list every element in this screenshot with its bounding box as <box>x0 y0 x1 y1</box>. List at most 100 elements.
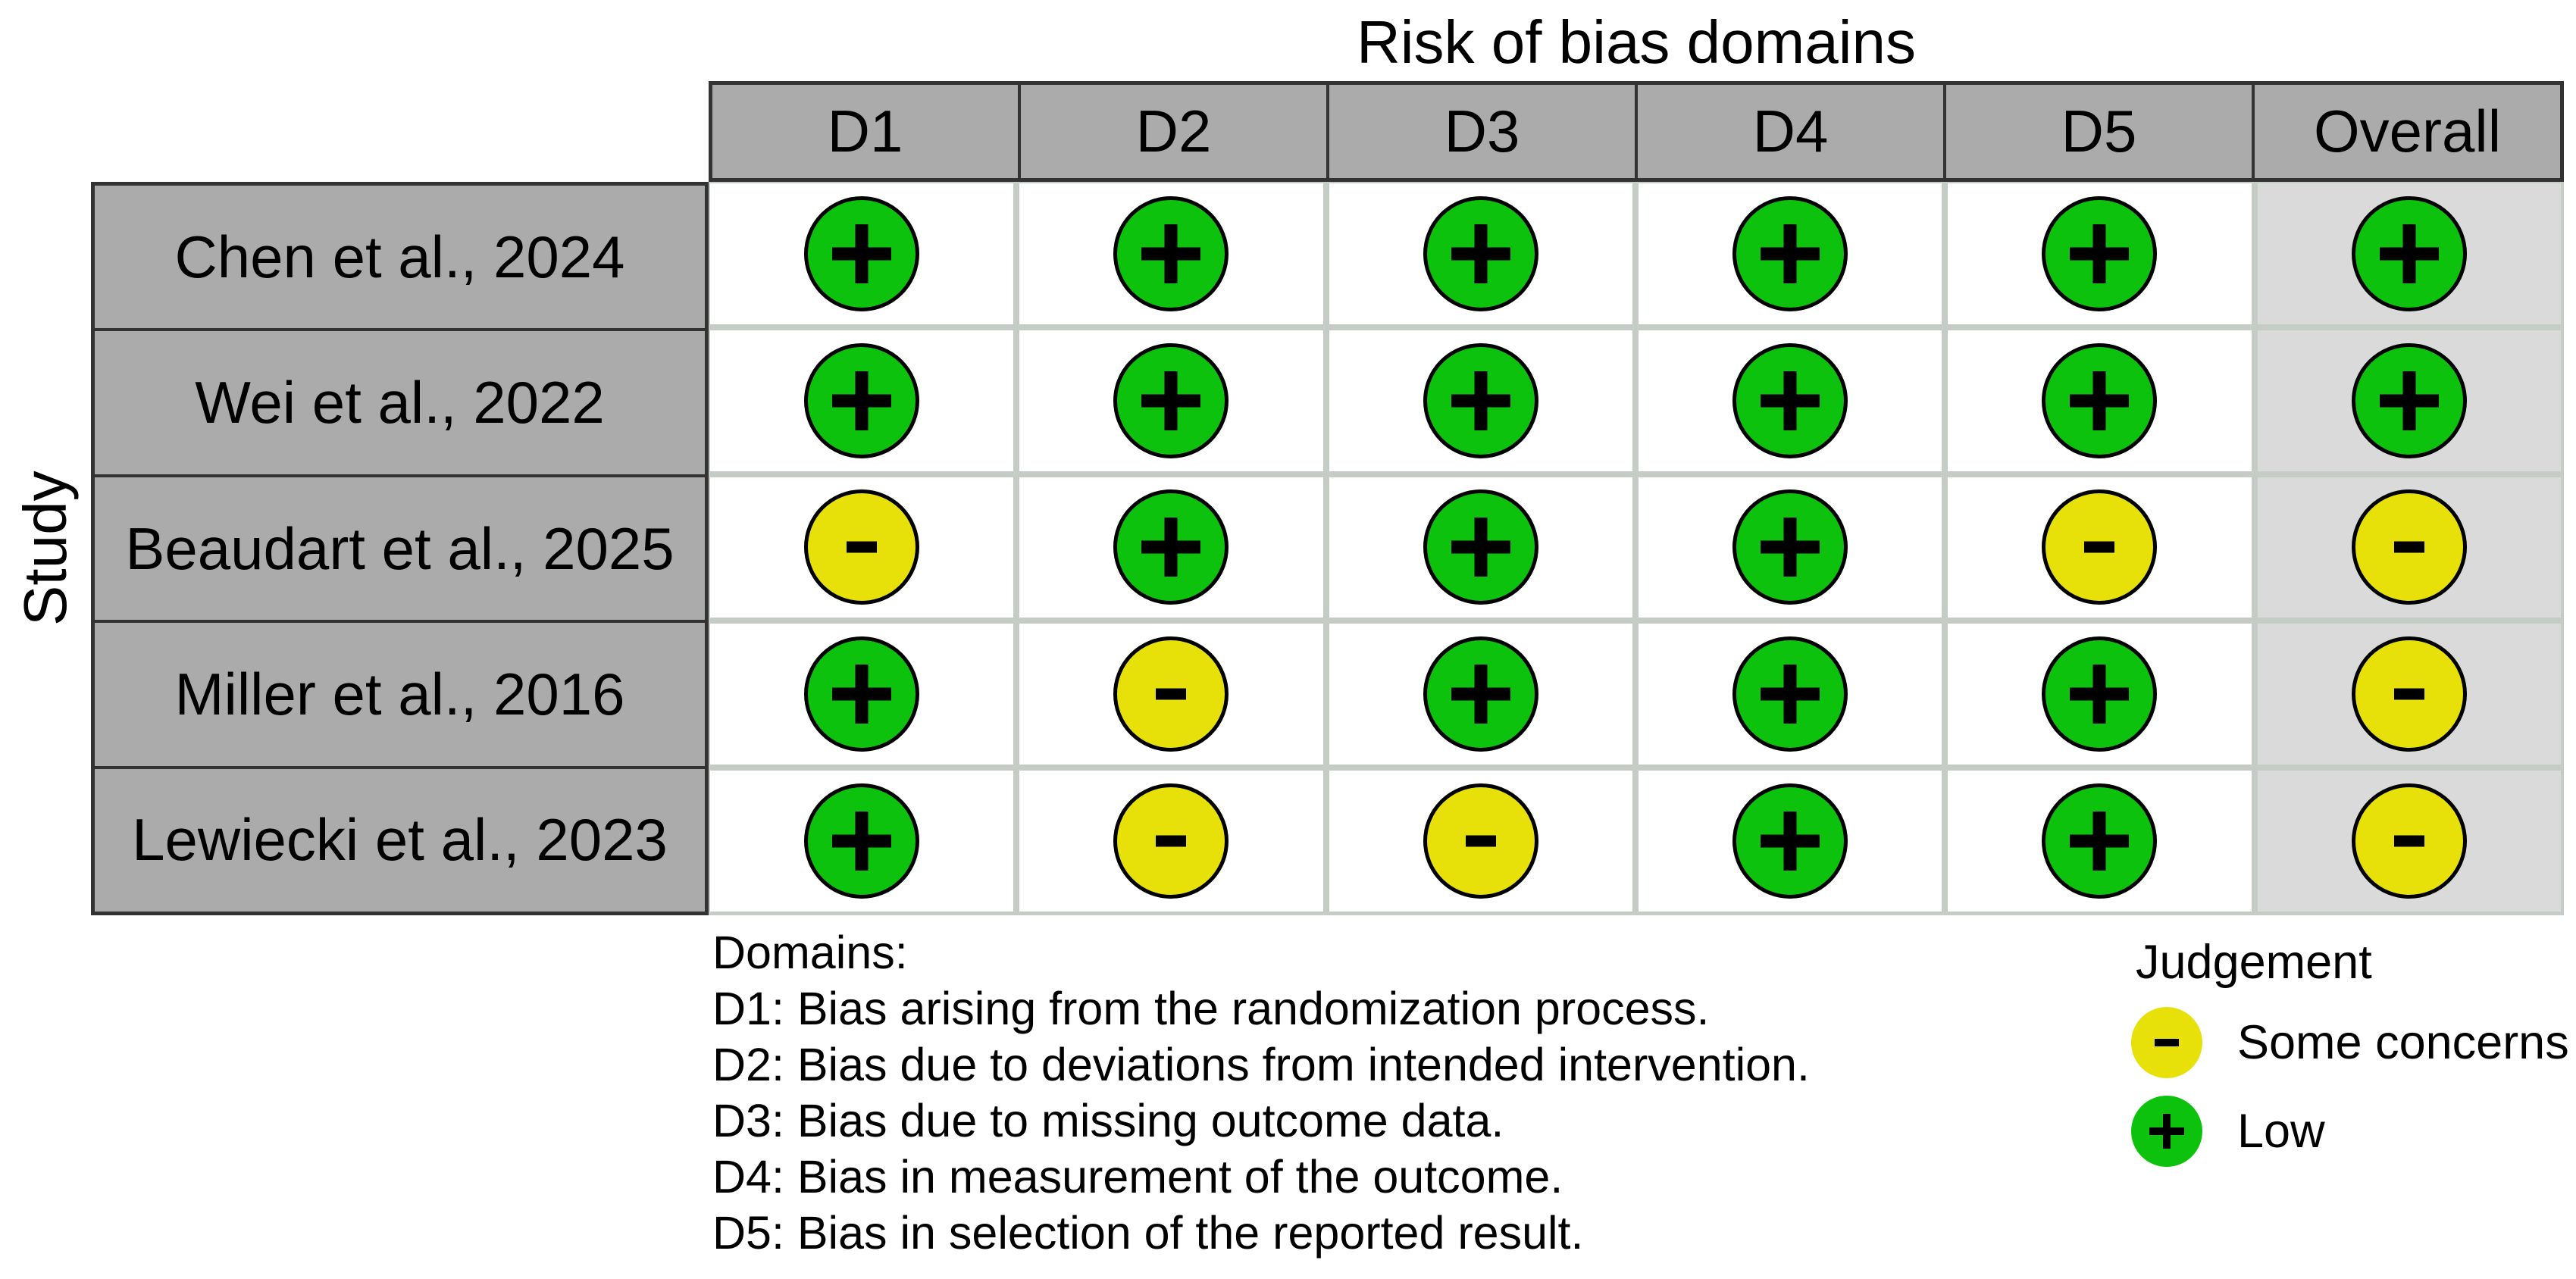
minus-bar <box>2393 688 2424 700</box>
plus-vertical-bar <box>1783 811 1797 871</box>
low-risk-circle <box>1732 783 1848 899</box>
domain-header-d5: D5 <box>1943 85 2252 178</box>
domain-header-d3: D3 <box>1326 85 1635 178</box>
legend-item-some_concerns: Some concerns <box>2131 1007 2569 1078</box>
plus-vertical-bar <box>1164 224 1178 283</box>
minus-bar <box>847 541 878 553</box>
judgement-cell-d4 <box>1639 477 1942 618</box>
some-concerns-circle <box>2351 489 2467 605</box>
judgement-cell-d3 <box>1329 771 1632 912</box>
plus-vertical-bar <box>2092 371 2106 430</box>
judgement-cell-overall <box>2257 477 2561 618</box>
judgement-cell-d3 <box>1329 330 1632 471</box>
plus-vertical-bar <box>1783 224 1797 283</box>
judgement-cell-d2 <box>1019 330 1323 471</box>
judgement-cell-d4 <box>1639 330 1942 471</box>
some-concerns-circle <box>2351 783 2467 899</box>
judgement-cell-overall <box>2257 183 2561 324</box>
plus-vertical-bar <box>2092 811 2106 871</box>
low-risk-circle <box>1113 195 1229 311</box>
footnote-line: D1: Bias arising from the randomization … <box>712 983 1710 1034</box>
study-axis-label: Study <box>11 471 79 627</box>
low-risk-circle <box>1113 489 1229 605</box>
plus-vertical-bar <box>2402 224 2416 283</box>
low-risk-circle <box>2042 195 2158 311</box>
study-label: Lewiecki et al., 2023 <box>95 765 705 912</box>
judgement-cell-d3 <box>1329 624 1632 765</box>
low-risk-circle <box>1732 195 1848 311</box>
judgement-cell-d2 <box>1019 183 1323 324</box>
judgement-grid <box>709 182 2564 915</box>
judgement-cell-d2 <box>1019 477 1323 618</box>
plus-vertical-bar <box>1783 518 1797 577</box>
footnote-line: D5: Bias in selection of the reported re… <box>712 1207 1584 1259</box>
minus-bar <box>1156 835 1187 847</box>
judgement-cell-d1 <box>710 330 1014 471</box>
low-risk-circle <box>2351 195 2467 311</box>
judgement-cell-d4 <box>1639 624 1942 765</box>
some-concerns-circle <box>1113 783 1229 899</box>
plus-vertical-bar <box>855 665 869 724</box>
plus-vertical-bar <box>1164 371 1178 430</box>
some-concerns-circle <box>1113 636 1229 752</box>
judgement-cell-d1 <box>710 183 1014 324</box>
low-risk-circle <box>2042 342 2158 458</box>
judgement-cell-d5 <box>1948 183 2252 324</box>
minus-bar <box>2393 835 2424 847</box>
plus-vertical-bar <box>1474 224 1488 283</box>
low-risk-circle <box>804 195 920 311</box>
low-risk-circle <box>2042 636 2158 752</box>
low-risk-circle <box>1423 342 1538 458</box>
low-risk-circle <box>1732 342 1848 458</box>
legend-title: Judgement <box>2136 936 2372 989</box>
judgement-cell-d2 <box>1019 624 1323 765</box>
domain-header-overall: Overall <box>2252 85 2560 178</box>
plus-vertical-bar <box>1783 371 1797 430</box>
judgement-cell-d1 <box>710 624 1014 765</box>
legend-item-label: Some concerns <box>2237 1016 2569 1069</box>
low-risk-circle <box>1732 489 1848 605</box>
judgement-cell-d2 <box>1019 771 1323 912</box>
footnote-heading: Domains: <box>712 927 908 978</box>
judgement-cell-d5 <box>1948 330 2252 471</box>
plus-vertical-bar <box>2092 224 2106 283</box>
plus-vertical-bar <box>1164 518 1178 577</box>
plus-vertical-bar <box>855 224 869 283</box>
low-risk-circle <box>1423 636 1538 752</box>
some-concerns-circle <box>2042 489 2158 605</box>
some-concerns-circle <box>804 489 920 605</box>
plus-vertical-bar <box>2402 371 2416 430</box>
domain-header-d4: D4 <box>1635 85 1943 178</box>
minus-bar <box>1465 835 1496 847</box>
plus-vertical-bar <box>2092 665 2106 724</box>
footnote-line: D4: Bias in measurement of the outcome. <box>712 1151 1563 1202</box>
legend-item-label: Low <box>2237 1105 2325 1158</box>
plus-vertical-bar <box>2163 1114 2171 1149</box>
some-concerns-circle <box>2131 1007 2202 1078</box>
plus-vertical-bar <box>1474 518 1488 577</box>
low-risk-circle <box>1423 489 1538 605</box>
low-risk-circle <box>2042 783 2158 899</box>
legend-item-low: Low <box>2131 1096 2569 1167</box>
study-label: Miller et al., 2016 <box>95 620 705 765</box>
domain-header-d1: D1 <box>827 98 903 164</box>
study-label: Beaudart et al., 2025 <box>95 474 705 620</box>
judgement-cell-d3 <box>1329 183 1632 324</box>
judgement-cell-d4 <box>1639 771 1942 912</box>
low-risk-circle <box>2351 342 2467 458</box>
judgement-cell-overall <box>2257 624 2561 765</box>
judgement-cell-d5 <box>1948 624 2252 765</box>
plus-vertical-bar <box>1783 665 1797 724</box>
low-risk-circle <box>2131 1096 2202 1167</box>
minus-bar <box>2393 541 2424 553</box>
judgement-cell-d5 <box>1948 477 2252 618</box>
judgement-cell-overall <box>2257 330 2561 471</box>
footnote-line: D3: Bias due to missing outcome data. <box>712 1095 1504 1146</box>
figure-title: Risk of bias domains <box>1356 8 1917 76</box>
plus-vertical-bar <box>1474 371 1488 430</box>
plus-vertical-bar <box>855 371 869 430</box>
